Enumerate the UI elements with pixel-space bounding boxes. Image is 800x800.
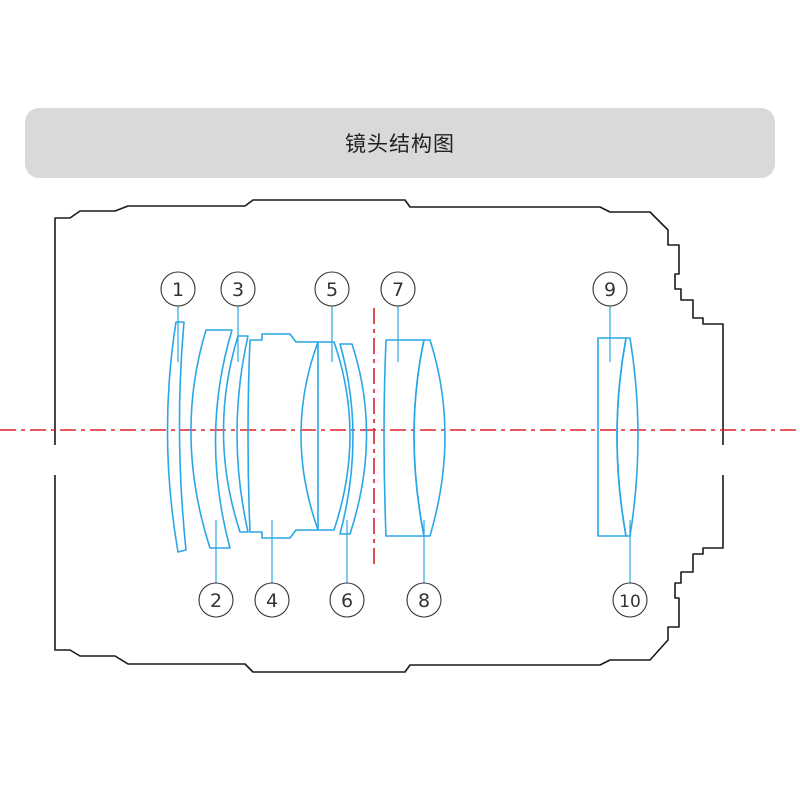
lens-element-10 <box>616 337 639 537</box>
callout-1: 1 <box>160 271 196 307</box>
leader-lines <box>177 306 631 583</box>
lens-element-5 <box>300 341 351 531</box>
callout-5-circle <box>314 271 350 307</box>
callout-2-text: 2 <box>210 590 222 612</box>
callout-10: 10 <box>612 582 648 618</box>
callout-10-text: 10 <box>619 592 641 612</box>
callout-1-text: 1 <box>172 279 184 301</box>
barrel-lower <box>54 475 724 673</box>
callout-2-circle <box>198 582 234 618</box>
callout-9: 9 <box>592 271 628 307</box>
callout-8: 8 <box>406 582 442 618</box>
barrel-upper <box>54 199 724 445</box>
diagram-title: 镜头结构图 <box>345 132 455 156</box>
lens-element-1 <box>166 321 187 553</box>
callout-2: 2 <box>198 582 234 618</box>
callout-5: 5 <box>314 271 350 307</box>
callout-3-circle <box>220 271 256 307</box>
callout-5-text: 5 <box>326 279 338 301</box>
callout-9-circle <box>592 271 628 307</box>
callout-6-text: 6 <box>341 590 353 612</box>
callout-8-circle <box>406 582 442 618</box>
callout-7: 7 <box>380 271 416 307</box>
callout-8-text: 8 <box>418 590 430 612</box>
callout-7-text: 7 <box>392 279 404 301</box>
callout-4: 4 <box>254 582 290 618</box>
callout-4-circle <box>254 582 290 618</box>
callout-9-text: 9 <box>604 279 616 301</box>
callout-3-text: 3 <box>232 279 244 301</box>
lens-barrel <box>54 199 724 673</box>
title-bar: 镜头结构图 <box>25 108 775 178</box>
callout-4-text: 4 <box>266 590 278 612</box>
lens-element-6 <box>339 343 368 535</box>
callout-6: 6 <box>329 582 365 618</box>
lens-element-4 <box>247 333 319 539</box>
lens-element-3 <box>222 335 249 533</box>
lens-element-8 <box>413 339 446 537</box>
callout-1-circle <box>160 271 196 307</box>
callout-3: 3 <box>220 271 256 307</box>
callout-6-circle <box>329 582 365 618</box>
lens-element-2 <box>190 329 233 549</box>
callout-7-circle <box>380 271 416 307</box>
callout-10-circle <box>612 582 648 618</box>
